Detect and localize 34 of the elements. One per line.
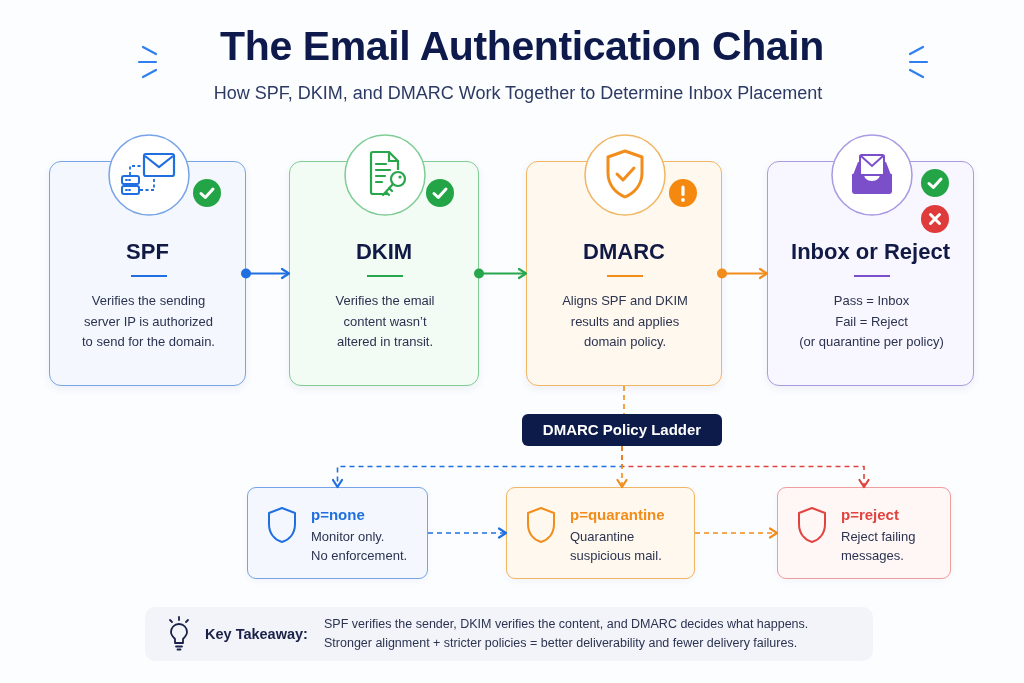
subtitle: How SPF, DKIM, and DMARC Work Together to Determine Inbox Placement xyxy=(213,82,823,105)
card-title: DMARC xyxy=(582,239,666,265)
arrow xyxy=(474,267,528,280)
policy-description: No enforcement. xyxy=(311,547,409,565)
title: The Email Authentication Chain xyxy=(220,22,824,70)
policy-card xyxy=(506,487,695,579)
arrow xyxy=(717,267,769,280)
takeaway-panel xyxy=(145,607,873,661)
card-title: SPF xyxy=(125,239,170,265)
card-description: Verifies the email content wasn’t altered in transit. xyxy=(334,292,436,351)
policy-description: Reject failing messages. xyxy=(841,528,917,565)
card-title: Inbox or Reject xyxy=(790,239,951,265)
policy-description: Quarantine suspicious mail. xyxy=(570,528,663,565)
dashed-arrow xyxy=(694,527,779,539)
dashed-arrow xyxy=(616,445,628,489)
policy-description: Monitor only. xyxy=(311,528,386,546)
policy-name: p=none xyxy=(311,505,365,525)
takeaway-heading: Key Takeaway: xyxy=(205,625,308,644)
card-description: Verifies the sending server IP is authorized to send for the domain. xyxy=(81,292,216,351)
arrow xyxy=(241,267,291,280)
card-description: (or quarantine per policy) xyxy=(799,333,944,351)
policy-name: p=reject xyxy=(841,505,899,525)
section-banner: DMARC Policy Ladder xyxy=(522,414,722,446)
card-description: Pass = Inbox xyxy=(833,292,910,310)
card-description: Aligns SPF and DKIM results and applies domain policy. xyxy=(561,292,689,351)
policy-card xyxy=(777,487,951,579)
card-description: Fail = Reject xyxy=(835,312,908,331)
policy-card xyxy=(247,487,428,579)
takeaway-text: Stronger alignment + stricter policies = better deliverability and fewer delivery failures. xyxy=(324,635,799,652)
dashed-line xyxy=(623,385,625,415)
takeaway-text: SPF verifies the sender, DKIM verifies the content, and DMARC decides what happens. xyxy=(324,616,810,633)
dashed-arrow xyxy=(427,527,508,539)
policy-name: p=quarantine xyxy=(570,505,665,525)
card-title: DKIM xyxy=(354,239,414,265)
